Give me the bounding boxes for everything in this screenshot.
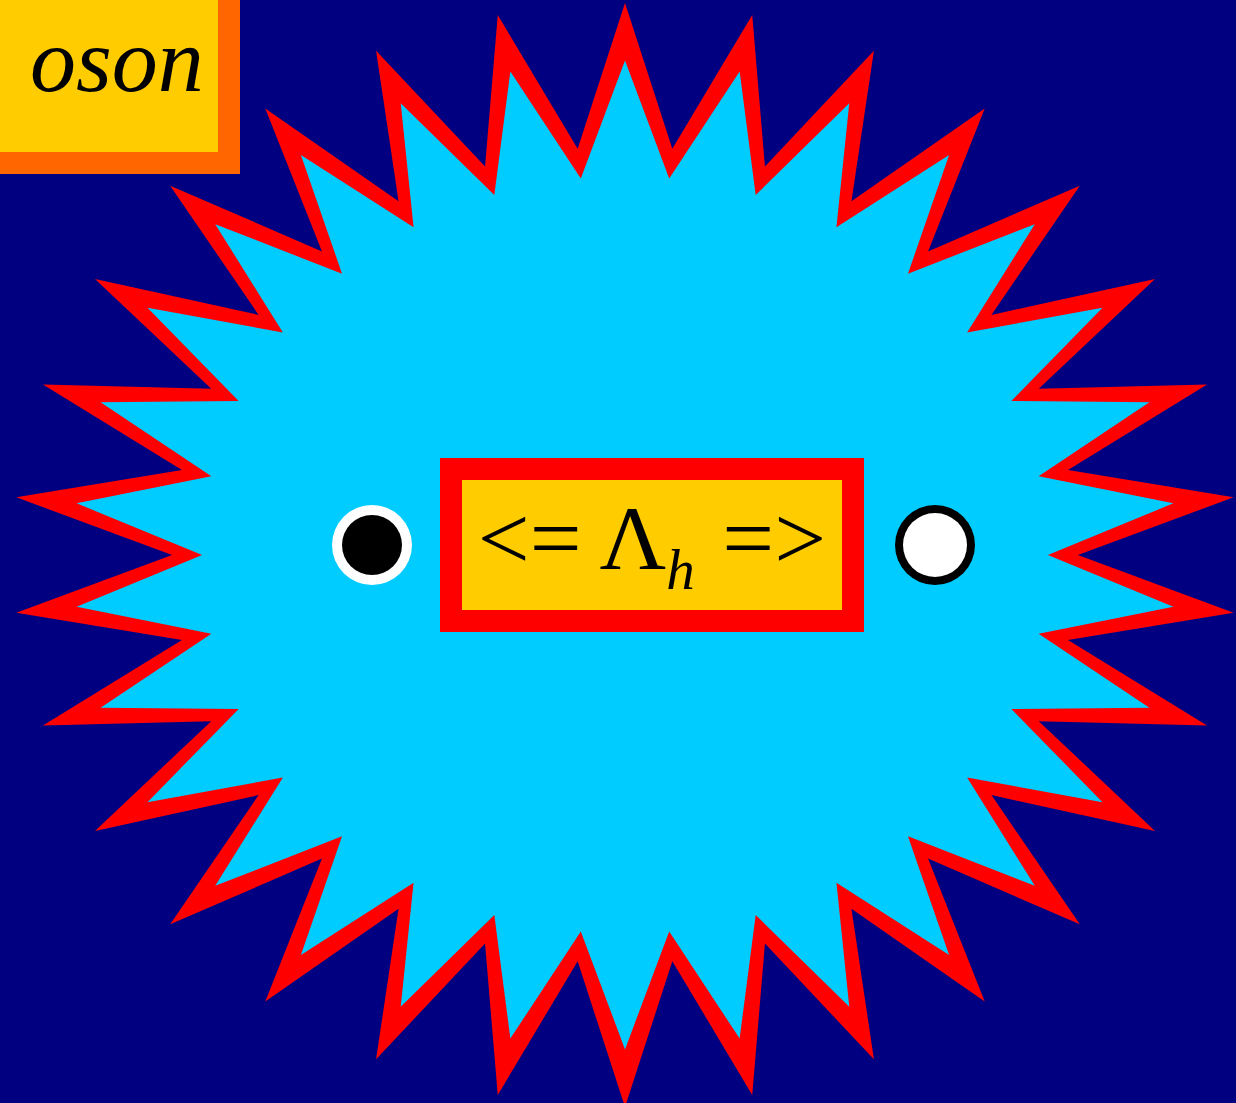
label-text: => — [722, 487, 826, 589]
black-dot — [342, 515, 402, 575]
title-box: oson — [0, 0, 240, 174]
label-text: oson — [30, 9, 204, 111]
dot-ring — [332, 505, 412, 585]
subscript: h — [666, 538, 695, 601]
label-text: <= Λ — [478, 487, 666, 589]
starburst-fill — [77, 61, 1174, 1050]
dot-ring — [895, 505, 975, 585]
white-dot — [903, 513, 967, 577]
label-box: <= Λh => — [440, 458, 864, 632]
